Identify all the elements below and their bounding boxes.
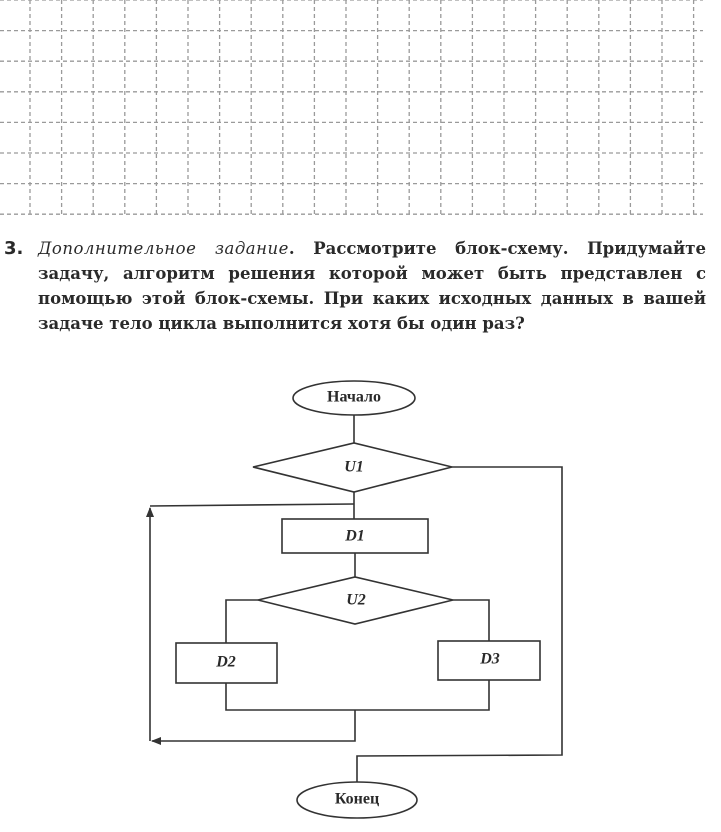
action-d3-label: D3: [479, 651, 500, 668]
edge-loop-back: [151, 710, 356, 745]
start-terminal: [292, 380, 416, 416]
start-label: Начало: [327, 389, 381, 406]
edge-u2-d2: [225, 599, 258, 643]
edge-u1-exit: [356, 466, 563, 782]
action-d1: [281, 518, 429, 554]
end-terminal: [296, 781, 418, 819]
action-d2-label: D2: [215, 654, 236, 671]
condition-u2-label: U2: [346, 592, 366, 609]
edge-u2-d3: [453, 599, 490, 641]
task-3: 3. Дополнительное задание. Рассмотрите б…: [0, 236, 706, 336]
end-label: Конец: [335, 791, 379, 808]
edge-loop-join: [149, 503, 355, 507]
action-d2: [175, 642, 278, 684]
task-body: . Рассмотрите блок-схему. Придумайте зад…: [38, 239, 706, 333]
task-title: Дополнительное задание: [38, 239, 289, 258]
action-d3: [437, 640, 541, 681]
condition-u1-label: U1: [344, 459, 364, 476]
condition-u2: [257, 576, 454, 625]
condition-u1: [252, 442, 453, 493]
edge-merge: [225, 680, 490, 711]
task-number: 3.: [4, 238, 24, 259]
action-d1-label: D1: [344, 528, 365, 545]
task-text: Дополнительное задание. Рассмотрите блок…: [38, 236, 706, 336]
